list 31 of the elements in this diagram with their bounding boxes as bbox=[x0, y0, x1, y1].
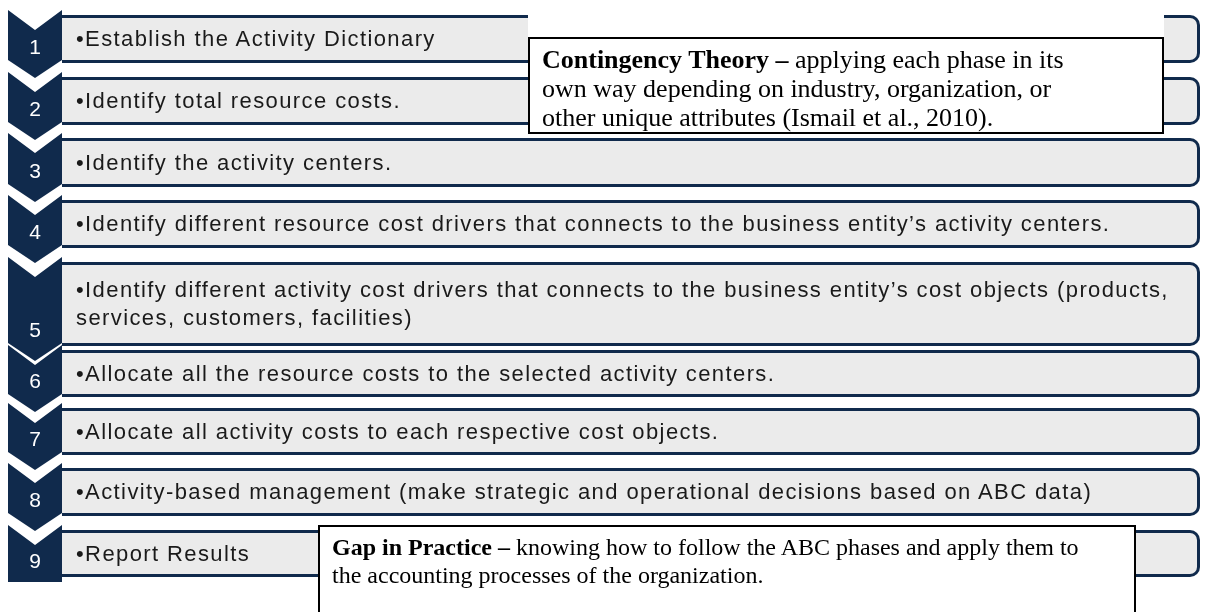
note-box bbox=[318, 525, 1136, 612]
step-bar bbox=[62, 200, 1200, 248]
note-text: Gap in Practice – knowing how to follow the ABC phases and apply them to the accounting processes of the organization. bbox=[332, 533, 1080, 589]
step-bar bbox=[62, 350, 1200, 397]
step-text: •Establish the Activity Dictionary bbox=[76, 25, 436, 53]
step-bar bbox=[62, 262, 1200, 346]
step-bar bbox=[62, 15, 528, 63]
step-text: •Allocate all activity costs to each respective cost objects. bbox=[76, 417, 720, 446]
note-box bbox=[528, 37, 1164, 134]
step-bar bbox=[62, 408, 1200, 455]
step-bar bbox=[62, 468, 1200, 516]
step-text: •Report Results bbox=[76, 539, 251, 568]
step-text: •Identify different activity cost drivers that connects to the business entity’s cost objects (products, services, customers, facilities) bbox=[76, 276, 1170, 332]
step-number: 2 bbox=[28, 98, 42, 119]
note-text: Contingency Theory – applying each phase in its own way depending on industry, organization, or other unique attributes (Ismail et al., 2010). bbox=[542, 45, 1065, 132]
step-number: 7 bbox=[28, 428, 42, 449]
step-number: 5 bbox=[28, 319, 42, 340]
step-number: 8 bbox=[28, 489, 42, 510]
step-number: 1 bbox=[28, 36, 42, 57]
step-bar bbox=[62, 138, 1200, 187]
step-number: 9 bbox=[28, 550, 42, 571]
step-text: •Activity-based management (make strategic and operational decisions based on ABC data) bbox=[76, 478, 1093, 506]
step-bar bbox=[62, 77, 528, 125]
step-text: •Identify different resource cost drivers that connects to the business entity’s activity centers. bbox=[76, 210, 1111, 238]
step-text: •Identify the activity centers. bbox=[76, 148, 393, 177]
step-number: 3 bbox=[28, 160, 42, 181]
step-text: •Allocate all the resource costs to the selected activity centers. bbox=[76, 359, 776, 388]
step-number: 4 bbox=[28, 221, 42, 242]
step-text: •Identify total resource costs. bbox=[76, 87, 401, 115]
step-number: 6 bbox=[28, 370, 42, 391]
step-bar bbox=[62, 530, 318, 577]
